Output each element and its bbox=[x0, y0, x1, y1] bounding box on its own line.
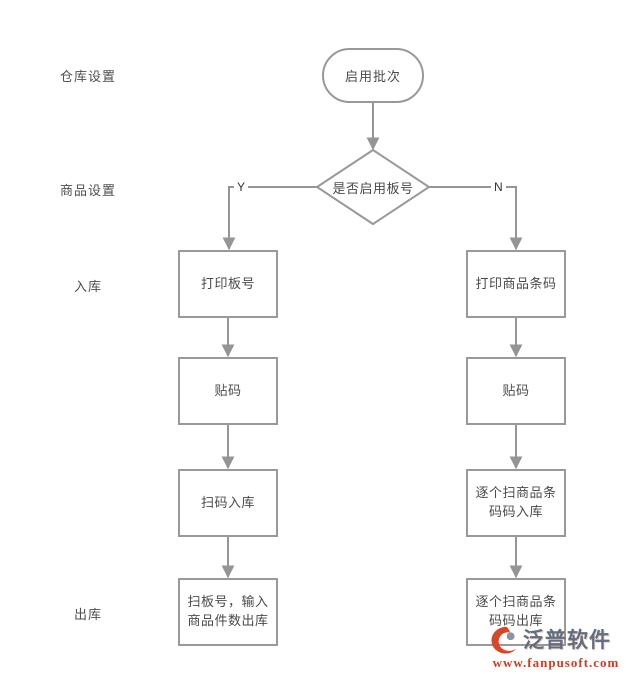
fanpu-logo-icon bbox=[491, 626, 517, 654]
process-box-print-product-barcode: 打印商品条码 bbox=[466, 250, 566, 318]
decision-diamond-shape bbox=[315, 148, 431, 226]
start-node-label: 启用批次 bbox=[344, 69, 401, 84]
process-box-print-board-number: 打印板号 bbox=[178, 250, 278, 318]
process-box-label: 扫板号，输入商品件数出库 bbox=[187, 594, 269, 628]
connector-decision-no bbox=[429, 186, 523, 251]
watermark-url-text: www.fanpusoft.com bbox=[492, 655, 620, 670]
stage-label-outbound: 出库 bbox=[73, 607, 102, 622]
stage-label-product-settings: 商品设置 bbox=[59, 183, 116, 198]
connector-decision-yes bbox=[222, 186, 317, 251]
process-box-apply-code-right: 贴码 bbox=[466, 357, 566, 425]
branch-label-yes: Y bbox=[234, 180, 249, 194]
stage-label-warehouse-settings: 仓库设置 bbox=[59, 69, 116, 84]
process-box-scan-each-barcode-inbound: 逐个扫商品条码码入库 bbox=[466, 469, 566, 537]
process-box-scan-board-outbound: 扫板号，输入商品件数出库 bbox=[178, 578, 278, 646]
process-box-scan-inbound: 扫码入库 bbox=[178, 469, 278, 537]
process-box-scan-each-barcode-outbound: 逐个扫商品条码码出库 bbox=[466, 578, 566, 646]
process-box-label: 贴码 bbox=[214, 382, 242, 398]
stage-label-inbound: 入库 bbox=[73, 279, 102, 294]
process-box-label: 扫码入库 bbox=[200, 494, 255, 510]
decision-node-label: 是否启用板号 bbox=[332, 180, 414, 196]
watermark: 泛普软件 www.fanpusoft.com bbox=[490, 626, 622, 669]
process-box-label: 逐个扫商品条码码入库 bbox=[475, 485, 557, 519]
process-box-label: 贴码 bbox=[502, 382, 530, 398]
process-box-label: 打印板号 bbox=[200, 275, 255, 291]
watermark-brand-text: 泛普软件 bbox=[523, 628, 611, 652]
decision-node-enable-board-number: 是否启用板号 bbox=[317, 150, 429, 224]
process-box-label: 逐个扫商品条码码出库 bbox=[475, 594, 557, 628]
process-box-apply-code-left: 贴码 bbox=[178, 357, 278, 425]
start-node-enable-batch: 启用批次 bbox=[322, 48, 424, 103]
process-box-label: 打印商品条码 bbox=[475, 275, 557, 291]
branch-label-no: N bbox=[491, 180, 506, 194]
